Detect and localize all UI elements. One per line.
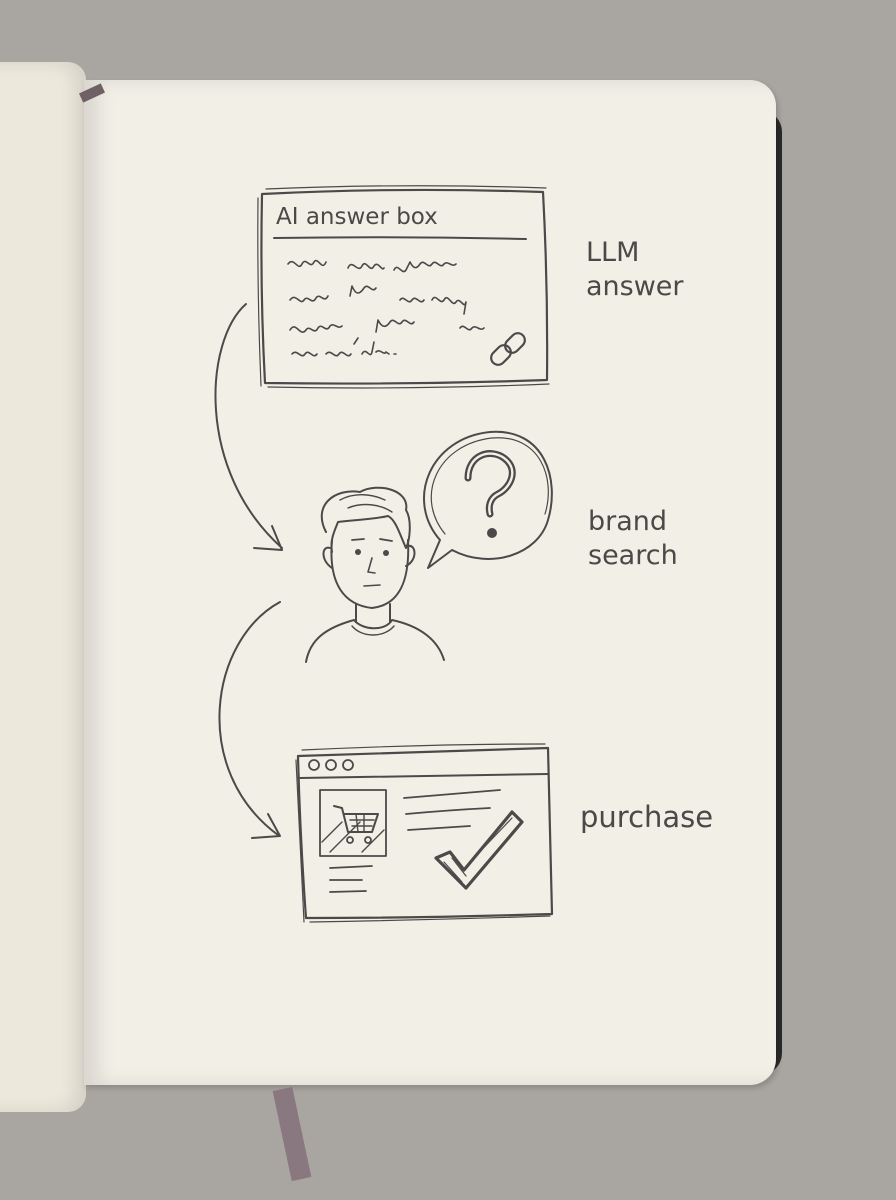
browser-window — [295, 743, 554, 923]
arrow-answer-to-person — [214, 303, 283, 551]
label-brand-search: brand search — [588, 506, 678, 571]
checkmark-icon — [434, 810, 524, 890]
scribble-text — [287, 259, 485, 357]
question-mark-icon — [464, 450, 516, 538]
cart-icon — [333, 805, 379, 844]
answer-box-divider — [273, 236, 527, 240]
speech-bubble — [423, 430, 553, 569]
left-notebook-page — [0, 62, 86, 1112]
arrow-person-to-purchase — [218, 601, 281, 839]
label-purchase: purchase — [580, 800, 714, 834]
label-llm-answer: LLM answer — [586, 237, 684, 302]
ai-answer-box — [257, 185, 550, 389]
browser-toolbar-line — [299, 773, 549, 779]
person-figure — [305, 486, 445, 663]
link-icon — [490, 332, 526, 366]
answer-box-title: AI answer box — [276, 204, 438, 230]
